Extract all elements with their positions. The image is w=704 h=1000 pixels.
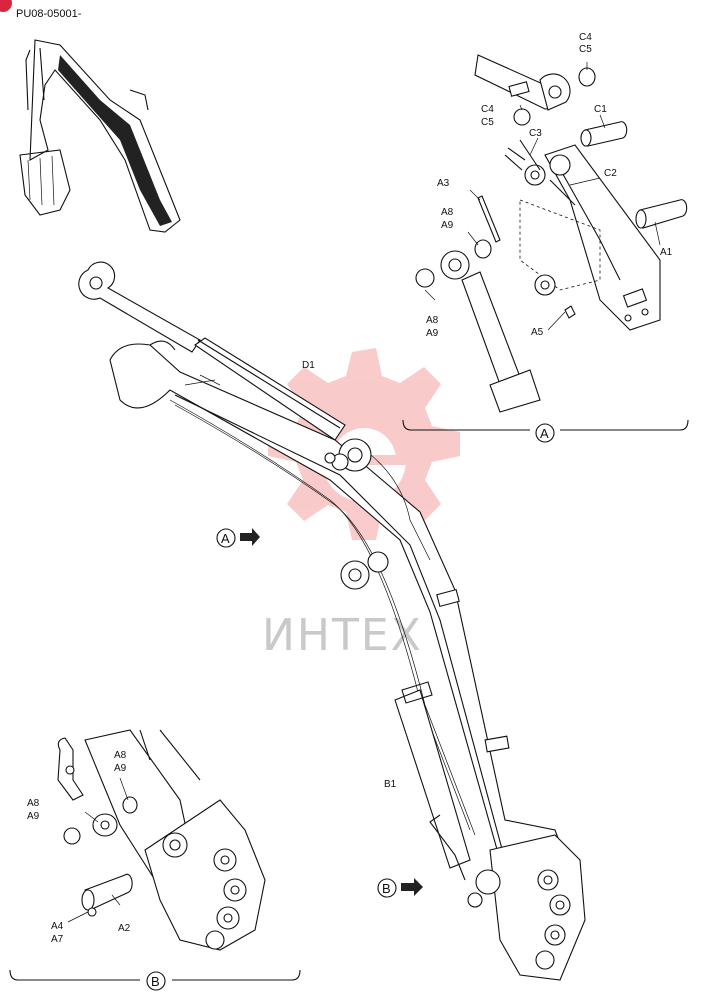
document-code: PU08-05001- (16, 8, 82, 20)
label-a9-left: A9 (426, 328, 439, 339)
label-c5-lower: C5 (481, 117, 494, 128)
detail-a (402, 54, 689, 431)
callout-a-section: A (535, 423, 555, 443)
label-a8-b-left: A8 (27, 798, 40, 809)
label-c2: C2 (604, 168, 617, 179)
label-a8-top: A8 (441, 207, 454, 218)
label-a9-b-left: A9 (27, 811, 40, 822)
label-c4: C4 (579, 32, 592, 43)
label-a8-b-right: A8 (114, 750, 127, 761)
label-b1: B1 (384, 779, 397, 790)
label-c1: C1 (594, 104, 607, 115)
label-a8-left: A8 (426, 315, 439, 326)
label-c3: C3 (529, 128, 542, 139)
label-a2: A2 (118, 923, 131, 934)
callout-a-label: A (540, 426, 549, 441)
label-a4: A4 (51, 921, 64, 932)
callout-b-section: B (146, 971, 166, 991)
label-a3: A3 (437, 178, 450, 189)
callout-b-arrow-label: B (382, 881, 391, 896)
callout-b-label: B (151, 974, 160, 989)
label-c5: C5 (579, 44, 592, 55)
overview-excavator (19, 39, 181, 233)
label-a9-top: A9 (441, 220, 454, 231)
detail-b (9, 729, 301, 981)
label-a9-b-right: A9 (114, 763, 127, 774)
watermark-text: ИНТЕХ (262, 610, 423, 661)
callout-a-arrow: A (216, 528, 260, 548)
label-a5: A5 (531, 327, 544, 338)
label-a1: A1 (660, 247, 673, 258)
label-c4-lower: C4 (481, 104, 494, 115)
label-a7: A7 (51, 934, 64, 945)
label-d1: D1 (302, 360, 315, 371)
main-boom-assembly (78, 261, 586, 981)
callout-a-arrow-label: A (221, 531, 230, 546)
arrow-right-icon (240, 528, 260, 546)
callout-b-arrow: B (377, 878, 423, 898)
arrow-right-icon (401, 878, 423, 896)
corner-badge (0, 0, 12, 12)
